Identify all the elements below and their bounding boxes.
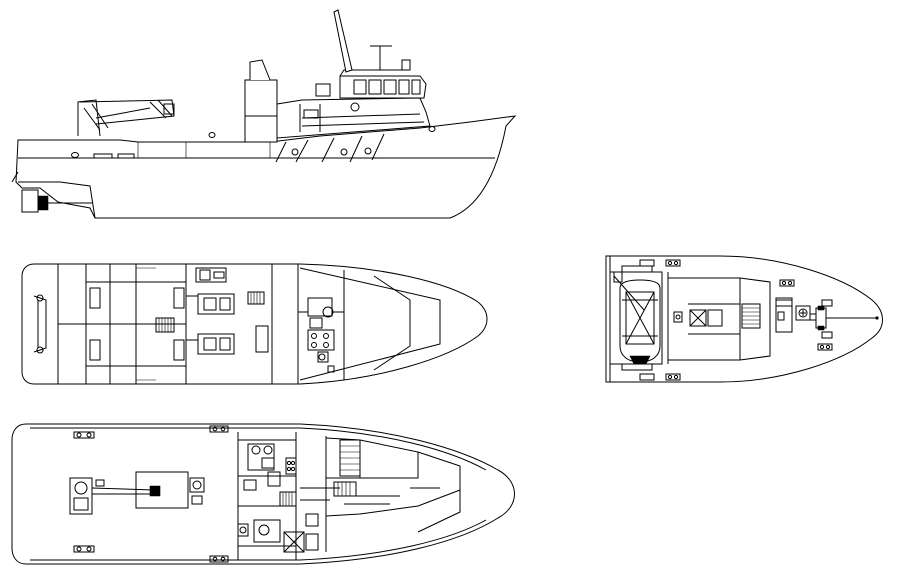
- forecastle-outline: [606, 256, 883, 382]
- engine-unit-icon: [186, 268, 234, 354]
- crane-icon: [78, 100, 174, 136]
- crane-icon: [70, 472, 188, 514]
- bollard-icon: [640, 260, 832, 380]
- rudder: [22, 190, 38, 212]
- hull-portholes: [72, 127, 436, 159]
- hull-profile: [16, 116, 515, 218]
- deck-outline: [22, 264, 487, 384]
- stern-roller-icon: [34, 295, 46, 353]
- hatch-icon: [284, 532, 304, 552]
- forecastle-deck-plan: [606, 256, 883, 382]
- upper-deck-plan: [22, 264, 487, 384]
- anchor-windlass-icon: [796, 300, 879, 338]
- main-deck-plan: [12, 424, 515, 564]
- rescue-boat-icon: [614, 272, 660, 364]
- stairs-icon: [280, 440, 360, 506]
- stairs-icon: [742, 304, 760, 328]
- main-deck-outline: [12, 424, 515, 564]
- stairs-icon: [156, 292, 264, 332]
- side-elevation-view: [12, 10, 515, 218]
- galley-equipment: [308, 298, 334, 372]
- superstructure: [245, 10, 430, 142]
- bollard-icon: [74, 426, 228, 562]
- hatch-icon: [690, 310, 706, 326]
- galley-equipment: [238, 444, 296, 542]
